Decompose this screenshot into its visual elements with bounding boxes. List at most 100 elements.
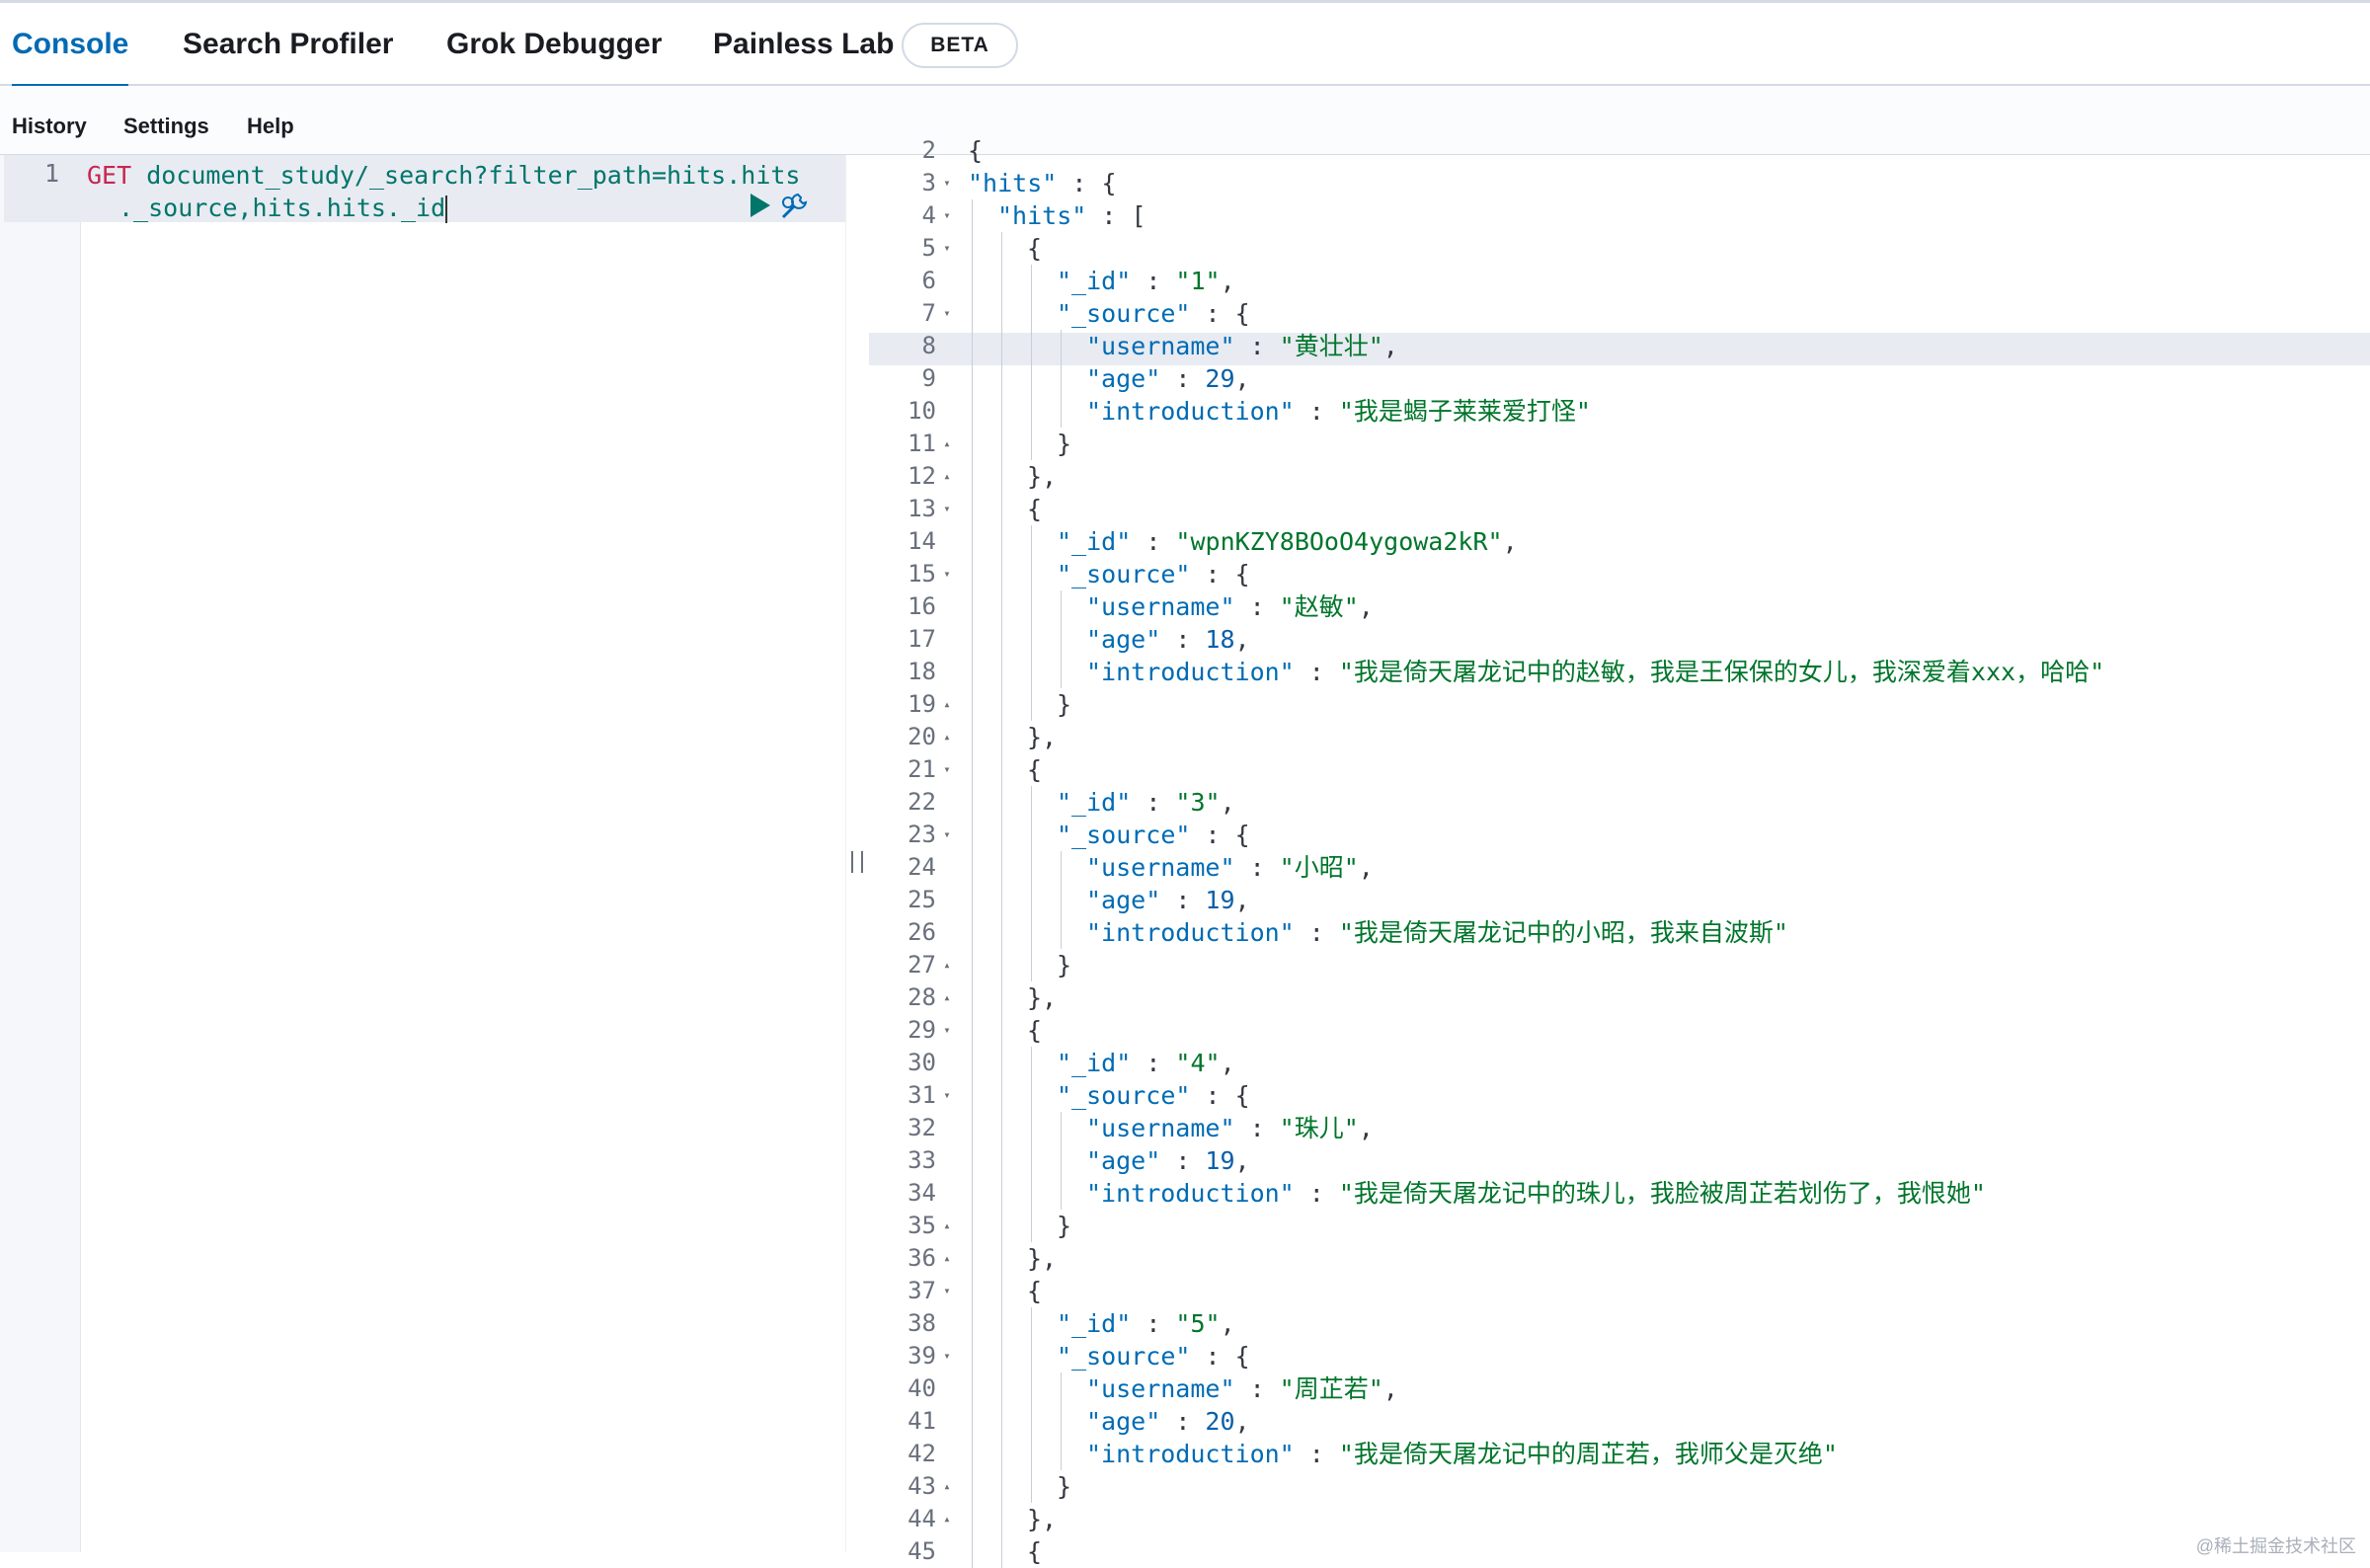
- response-line-number: 16: [908, 592, 936, 620]
- fold-collapse-icon[interactable]: ▾: [943, 1284, 951, 1297]
- indent-guide: [1031, 1210, 1032, 1242]
- response-line: 6"_id" : "1",: [869, 265, 2370, 297]
- fold-collapse-icon[interactable]: ▾: [943, 1349, 951, 1363]
- fold-collapse-icon[interactable]: ▾: [943, 567, 951, 581]
- indent-guide: [972, 688, 973, 721]
- indent-guide: [1001, 590, 1002, 623]
- fold-expand-icon[interactable]: ▴: [943, 990, 951, 1004]
- response-line-number: 20: [908, 723, 936, 750]
- help-menu-item[interactable]: Help: [247, 114, 294, 138]
- fold-expand-icon[interactable]: ▴: [943, 697, 951, 711]
- indent-guide: [1001, 949, 1002, 981]
- response-line: 7▾"_source" : {: [869, 297, 2370, 330]
- request-editor[interactable]: 1 GET document_study/_search?filter_path…: [0, 155, 845, 1552]
- indent-guide: [1031, 525, 1032, 558]
- response-code: },: [1027, 723, 1058, 751]
- indent-guide: [1001, 721, 1002, 753]
- fold-expand-icon[interactable]: ▴: [943, 469, 951, 483]
- response-line: 21▾{: [869, 753, 2370, 786]
- indent-guide: [1031, 1177, 1032, 1210]
- indent-guide: [1031, 1438, 1032, 1470]
- response-code: "age" : 20,: [1086, 1407, 1250, 1436]
- response-line-number: 27: [908, 951, 936, 979]
- response-line: 2{: [869, 134, 2370, 167]
- request-path-continued: ._source,hits.hits._id: [118, 194, 446, 222]
- fold-collapse-icon[interactable]: ▾: [943, 241, 951, 255]
- tab-search-profiler[interactable]: Search Profiler: [183, 28, 394, 60]
- response-line-number: 12: [908, 462, 936, 490]
- response-line: 37▾{: [869, 1275, 2370, 1307]
- response-line-number: 43: [908, 1472, 936, 1500]
- indent-guide: [972, 199, 973, 232]
- tab-painless-lab[interactable]: Painless Lab: [713, 28, 895, 60]
- response-line-number: 34: [908, 1179, 936, 1207]
- indent-guide: [972, 1144, 973, 1177]
- fold-expand-icon[interactable]: ▴: [943, 730, 951, 744]
- indent-guide: [1001, 330, 1002, 362]
- indent-guide: [1001, 1535, 1002, 1568]
- fold-expand-icon[interactable]: ▴: [943, 958, 951, 972]
- response-line-number: 29: [908, 1016, 936, 1044]
- indent-guide: [1001, 428, 1002, 460]
- tab-console[interactable]: Console: [12, 3, 129, 88]
- fold-expand-icon[interactable]: ▴: [943, 1251, 951, 1265]
- fold-collapse-icon[interactable]: ▾: [943, 827, 951, 841]
- settings-menu-item[interactable]: Settings: [123, 114, 209, 138]
- history-menu-item[interactable]: History: [12, 114, 87, 138]
- indent-guide: [1031, 1144, 1032, 1177]
- response-line-number: 17: [908, 625, 936, 653]
- indent-guide: [972, 362, 973, 395]
- indent-guide: [1031, 330, 1032, 362]
- play-icon[interactable]: [749, 193, 772, 218]
- tab-grok-debugger[interactable]: Grok Debugger: [446, 28, 663, 60]
- resize-grip-icon[interactable]: [851, 851, 863, 873]
- fold-expand-icon[interactable]: ▴: [943, 1218, 951, 1232]
- fold-expand-icon[interactable]: ▴: [943, 436, 951, 450]
- response-active-line: [869, 333, 2370, 365]
- indent-guide: [972, 590, 973, 623]
- indent-guide: [972, 1372, 973, 1405]
- pane-resizer[interactable]: [845, 155, 869, 1552]
- indent-guide: [1001, 395, 1002, 428]
- response-code: "_id" : "1",: [1057, 267, 1235, 295]
- response-code: "hits" : [: [997, 201, 1146, 230]
- response-code: "introduction" : "我是倚天屠龙记中的珠儿，我脸被周芷若划伤了，…: [1086, 1179, 1986, 1208]
- response-viewer[interactable]: 2{3▾"hits" : {4▾"hits" : [5▾{6"_id" : "1…: [869, 136, 2370, 1568]
- fold-collapse-icon[interactable]: ▾: [943, 1023, 951, 1037]
- fold-collapse-icon[interactable]: ▾: [943, 208, 951, 222]
- response-code: "_id" : "4",: [1057, 1049, 1235, 1077]
- response-line: 24"username" : "小昭",: [869, 851, 2370, 884]
- indent-guide: [1001, 656, 1002, 688]
- indent-guide: [1031, 819, 1032, 851]
- indent-guide: [1001, 1177, 1002, 1210]
- response-line: 33"age" : 19,: [869, 1144, 2370, 1177]
- request-method: GET: [87, 161, 132, 190]
- indent-guide: [972, 1438, 973, 1470]
- indent-guide: [1001, 1438, 1002, 1470]
- response-line: 31▾"_source" : {: [869, 1079, 2370, 1112]
- fold-expand-icon[interactable]: ▴: [943, 1479, 951, 1493]
- response-line: 44▴},: [869, 1503, 2370, 1535]
- response-line-number: 3: [921, 169, 936, 196]
- fold-collapse-icon[interactable]: ▾: [943, 502, 951, 515]
- fold-collapse-icon[interactable]: ▾: [943, 306, 951, 320]
- indent-guide: [1001, 1340, 1002, 1372]
- wrench-icon[interactable]: [778, 191, 810, 222]
- fold-collapse-icon[interactable]: ▾: [943, 176, 951, 190]
- fold-collapse-icon[interactable]: ▾: [943, 762, 951, 776]
- fold-collapse-icon[interactable]: ▾: [943, 1088, 951, 1102]
- indent-guide: [1001, 786, 1002, 819]
- text-cursor: [445, 196, 448, 223]
- request-line-number: 1: [43, 159, 59, 188]
- response-code: "username" : "小昭",: [1086, 853, 1374, 882]
- indent-guide: [1061, 362, 1062, 395]
- response-line: 40"username" : "周芷若",: [869, 1372, 2370, 1405]
- response-line: 29▾{: [869, 1014, 2370, 1047]
- response-line: 25"age" : 19,: [869, 884, 2370, 916]
- indent-guide: [1031, 1307, 1032, 1340]
- response-code: "_source" : {: [1057, 1081, 1250, 1110]
- fold-expand-icon[interactable]: ▴: [943, 1512, 951, 1526]
- response-line-number: 7: [921, 299, 936, 327]
- indent-guide: [1061, 623, 1062, 656]
- request-text[interactable]: GET document_study/_search?filter_path=h…: [87, 159, 818, 224]
